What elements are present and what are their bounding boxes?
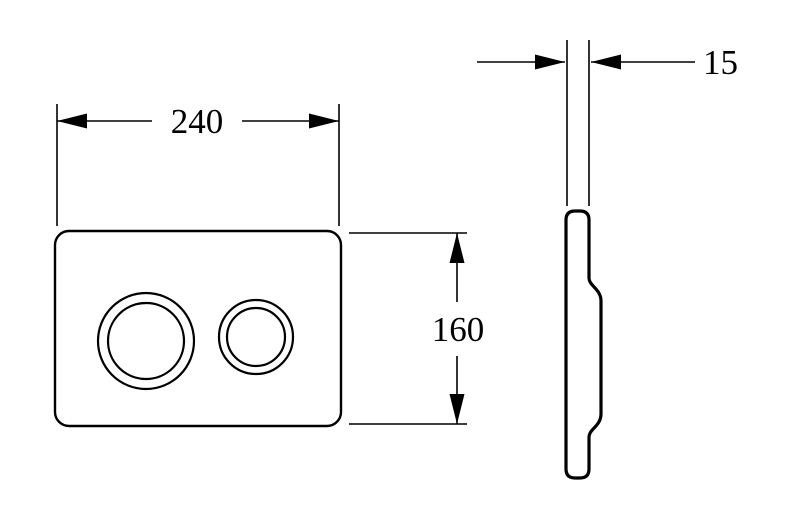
height-dimension: 160 [349,232,485,425]
thickness-arrowhead-right-icon [591,54,621,70]
height-arrowhead-down-icon [449,394,465,424]
thickness-dimension-label: 15 [703,43,738,82]
width-arrowhead-left-icon [57,113,87,129]
width-dimension: 240 [56,102,340,226]
side-view-profile [564,209,603,480]
height-arrowhead-up-icon [449,233,465,263]
width-arrowhead-right-icon [309,113,339,129]
front-view [53,229,343,428]
large-button-inner-ring [106,301,186,381]
side-view: 15 [477,40,738,480]
width-dimension-label: 240 [171,102,224,141]
small-button-inner-ring [225,306,287,368]
thickness-arrowhead-left-icon [535,54,565,70]
front-view-plate [53,229,343,428]
height-dimension-label: 160 [432,310,485,349]
